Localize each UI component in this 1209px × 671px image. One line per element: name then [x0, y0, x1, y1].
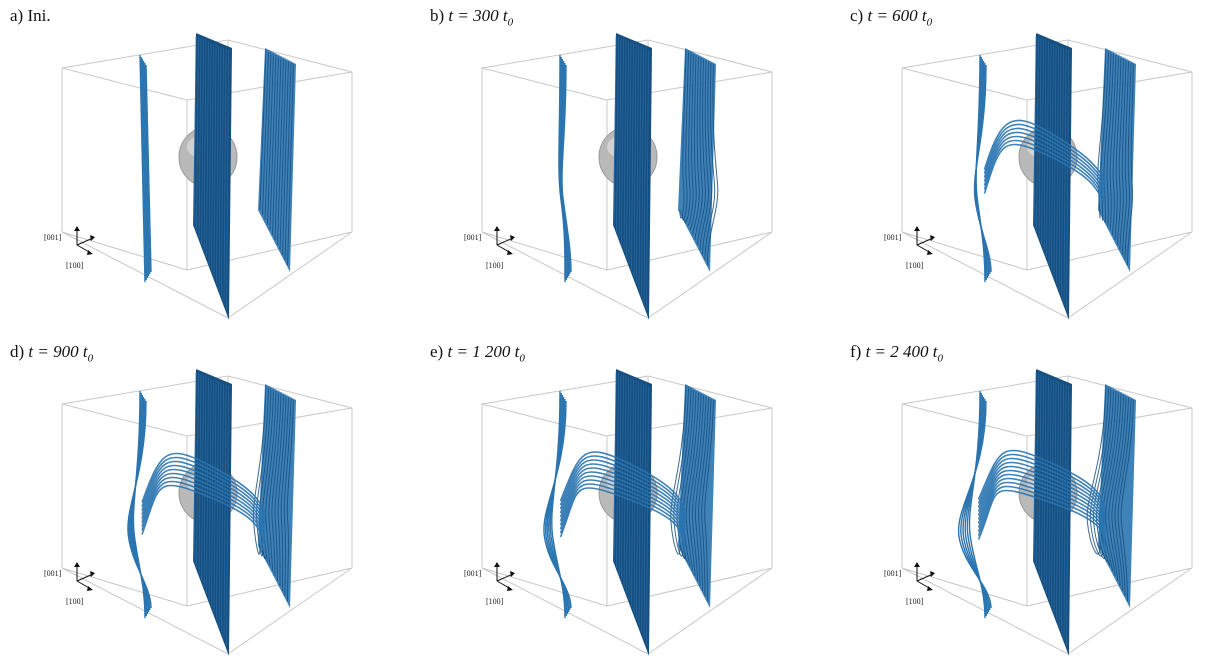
- coordinate-triad-icon: [74, 562, 95, 591]
- coordinate-triad-icon: [914, 226, 935, 255]
- axis-label-001: [001]: [464, 233, 482, 242]
- axis-label-001: [001]: [884, 569, 902, 578]
- axis-label-100: [100]: [906, 261, 924, 270]
- axis-label-001: [001]: [44, 233, 62, 242]
- panel-caption: d) t = 900 t0: [10, 342, 94, 365]
- dislocation-loops: [983, 119, 1106, 204]
- panel-c: c) t = 600 t0 [001] [100]: [840, 0, 1209, 335]
- panel-b: b) t = 300 t0 [001] [100]: [420, 0, 820, 335]
- panel-d: d) t = 900 t0 [001] [100]: [0, 336, 400, 671]
- panel-caption: c) t = 600 t0: [850, 6, 933, 29]
- panel-caption: a) Ini.: [10, 6, 51, 25]
- panel-caption: e) t = 1 200 t0: [430, 342, 525, 365]
- coordinate-triad-icon: [494, 562, 515, 591]
- axis-label-100: [100]: [66, 597, 84, 606]
- simulation-scene: [001] [100]: [44, 33, 353, 320]
- dislocation-wall-left: [127, 390, 152, 619]
- dislocation-wall-right: [1086, 384, 1136, 608]
- axis-label-100: [100]: [66, 261, 84, 270]
- simulation-scene: [001] [100]: [884, 33, 1193, 320]
- dislocation-wall-left: [139, 54, 152, 283]
- dislocation-wall-center: [193, 369, 232, 656]
- axis-label-100: [100]: [486, 597, 504, 606]
- axis-label-001: [001]: [884, 233, 902, 242]
- dislocation-wall-right: [678, 48, 719, 272]
- dislocation-wall-center: [193, 33, 232, 320]
- dislocation-loops: [977, 449, 1106, 550]
- simulation-scene: [001] [100]: [44, 369, 353, 656]
- dislocation-loops: [559, 451, 686, 548]
- dislocation-wall-right: [252, 384, 296, 608]
- coordinate-triad-icon: [914, 562, 935, 591]
- dislocation-loops: [141, 452, 266, 545]
- dislocation-wall-center: [1033, 33, 1072, 320]
- panel-e: e) t = 1 200 t0 [001] [100]: [420, 336, 820, 671]
- coordinate-triad-icon: [74, 226, 95, 255]
- dislocation-wall-center: [613, 369, 652, 656]
- panel-caption: f) t = 2 400 t0: [850, 342, 944, 365]
- axis-label-100: [100]: [906, 597, 924, 606]
- panel-caption: b) t = 300 t0: [430, 6, 514, 29]
- simulation-scene: [001] [100]: [464, 33, 773, 320]
- axis-label-100: [100]: [486, 261, 504, 270]
- dislocation-wall-left: [973, 54, 992, 283]
- simulation-scene: [001] [100]: [884, 369, 1193, 656]
- dislocation-wall-left: [558, 54, 572, 283]
- dislocation-wall-center: [1033, 369, 1072, 656]
- axis-label-001: [001]: [464, 569, 482, 578]
- dislocation-wall-right: [258, 48, 296, 272]
- dislocation-wall-center: [613, 33, 652, 320]
- axis-label-001: [001]: [44, 569, 62, 578]
- coordinate-triad-icon: [494, 226, 515, 255]
- dislocation-wall-right: [670, 384, 716, 608]
- simulation-scene: [001] [100]: [464, 369, 773, 656]
- dislocation-wall-right: [1097, 48, 1136, 272]
- panel-f: f) t = 2 400 t0 [001] [100]: [840, 336, 1209, 671]
- dislocation-wall-left: [957, 390, 992, 619]
- panel-a: a) Ini. [001] [100]: [0, 0, 400, 335]
- dislocation-wall-left: [543, 390, 572, 619]
